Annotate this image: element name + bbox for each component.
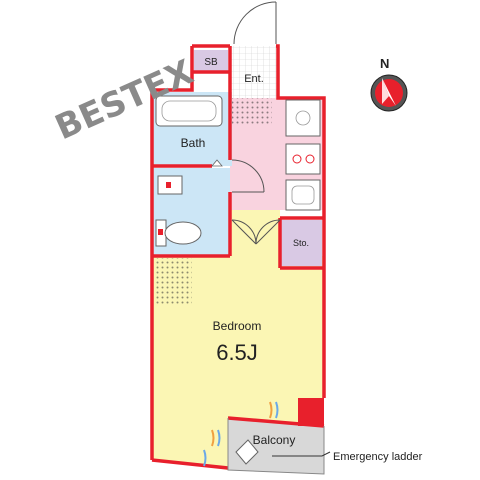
toilet-flush — [158, 229, 163, 235]
structural-column — [298, 398, 324, 426]
compass — [370, 74, 408, 112]
ac-unit — [235, 439, 259, 465]
sink-basin — [291, 185, 315, 205]
sb-area — [194, 50, 228, 72]
entrance-area — [230, 46, 278, 98]
compass-needle-icon — [382, 78, 396, 106]
divider-arrow — [211, 159, 223, 167]
airflow-icon — [203, 401, 279, 467]
bathtub-inner — [161, 100, 217, 122]
emergency-ladder-leader — [272, 451, 331, 457]
balcony-area — [228, 418, 324, 474]
sb-label: SB — [204, 57, 218, 68]
balcony-outline — [227, 418, 325, 475]
washbasin-tap — [166, 182, 171, 188]
floor-texture — [156, 258, 192, 304]
stove-burner — [305, 154, 315, 164]
fridge-circle — [295, 110, 311, 126]
bedroom-lower-area — [152, 418, 228, 470]
doors — [231, 1, 281, 245]
toilet-bowl — [164, 221, 202, 245]
hall-area — [230, 210, 280, 256]
sink — [285, 179, 321, 211]
compass-north-label: N — [380, 56, 389, 71]
entrance-label: Ent. — [244, 73, 264, 85]
storage-area — [280, 220, 322, 266]
storage-label: Sto. — [293, 238, 309, 248]
stove-burner — [292, 154, 302, 164]
balcony-label: Balcony — [253, 433, 296, 447]
walls — [150, 44, 326, 470]
fridge — [285, 99, 321, 137]
emergency-ladder-label: Emergency ladder — [333, 451, 423, 463]
stove — [285, 143, 321, 175]
bedroom-size: 6.5J — [216, 340, 258, 365]
bedroom-label: Bedroom — [213, 319, 262, 333]
bath-label: Bath — [181, 136, 206, 150]
compass-needle-icon — [382, 78, 389, 104]
floor-texture — [232, 98, 272, 126]
